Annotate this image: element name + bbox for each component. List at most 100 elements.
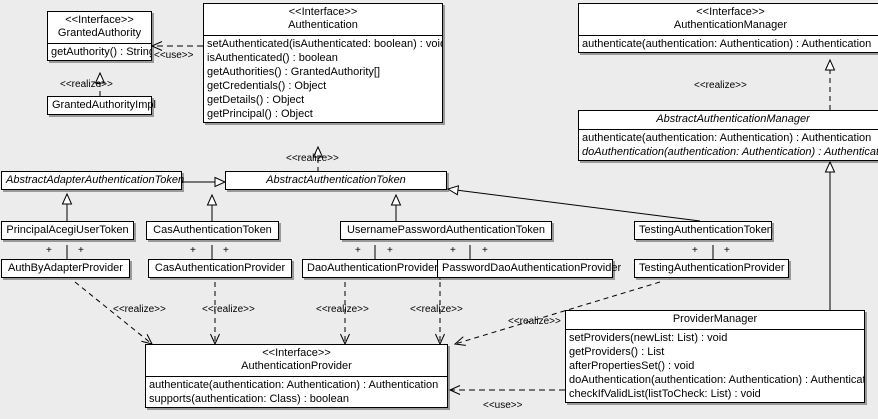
edge-label-realize-cas-authentication-provider: <<realize>>: [202, 304, 255, 315]
multiplicity-plus: +: [78, 245, 84, 256]
class-name: AbstractAdapterAuthenticationToken: [6, 174, 185, 186]
class-header: <<Interface>> AuthenticationManager: [579, 4, 878, 35]
class-header: AbstractAuthenticationToken: [226, 172, 446, 189]
class-name: UsernamePasswordAuthenticationToken: [346, 224, 546, 236]
class-provider-manager[interactable]: ProviderManager setProviders(newList: Li…: [565, 310, 865, 403]
edge-label-realize-dao-authentication-provider: <<realize>>: [316, 304, 369, 315]
operation: authenticate(authentication: Authenticat…: [582, 132, 872, 144]
class-username-password-authentication-token[interactable]: UsernamePasswordAuthenticationToken: [340, 221, 552, 240]
multiplicity-plus: +: [355, 245, 361, 256]
operations-compartment: authenticate(authentication: Authenticat…: [146, 376, 447, 407]
class-header: <<Interface>> Authentication: [204, 4, 442, 35]
class-header: PasswordDaoAuthenticationProvider: [438, 260, 622, 277]
class-header: <<Interface>> GrantedAuthority: [48, 12, 151, 43]
class-name: AbstractAuthenticationToken: [266, 174, 406, 186]
operation: setAuthenticated(isAuthenticated: boolea…: [207, 38, 442, 50]
stereotype-label: <<Interface>>: [262, 347, 331, 359]
class-principal-acegi-user-token[interactable]: PrincipalAcegiUserToken: [1, 221, 134, 240]
class-header: GrantedAuthorityImpl: [48, 97, 156, 114]
class-authentication[interactable]: <<Interface>> Authentication setAuthenti…: [203, 3, 443, 123]
edge-label-use-authentication-granted-authority: <<use>>: [154, 50, 194, 61]
class-header: ProviderManager: [566, 311, 864, 329]
class-dao-authentication-provider[interactable]: DaoAuthenticationProvider: [302, 259, 439, 278]
class-header: UsernamePasswordAuthenticationToken: [341, 222, 551, 239]
operation: doAuthentication(authentication: Authent…: [582, 146, 878, 158]
class-name: CasAuthenticationProvider: [154, 262, 286, 274]
class-cas-authentication-token[interactable]: CasAuthenticationToken: [146, 221, 279, 240]
operations-compartment: authenticate(authentication: Authenticat…: [579, 129, 878, 160]
class-header: TestingAuthenticationToken: [635, 222, 773, 239]
multiplicity-plus: +: [190, 245, 196, 256]
edge-label-realize-password-dao-authentication-provider: <<realize>>: [410, 304, 463, 315]
class-abstract-adapter-authentication-token[interactable]: AbstractAdapterAuthenticationToken: [1, 171, 185, 190]
class-header: TestingAuthenticationProvider: [635, 260, 788, 277]
multiplicity-plus: +: [724, 245, 730, 256]
class-name: GrantedAuthorityImpl: [52, 99, 156, 111]
class-granted-authority[interactable]: <<Interface>> GrantedAuthority getAuthor…: [47, 11, 152, 61]
multiplicity-plus: +: [482, 245, 488, 256]
edge-label-use-provider-manager: <<use>>: [483, 400, 523, 411]
stereotype-label: <<Interface>>: [288, 6, 358, 18]
class-name: AuthenticationManager: [673, 19, 788, 31]
class-name: ProviderManager: [672, 313, 758, 325]
class-name: GrantedAuthority: [57, 27, 142, 39]
class-header: CasAuthenticationProvider: [149, 260, 291, 277]
class-cas-authentication-provider[interactable]: CasAuthenticationProvider: [148, 259, 292, 278]
edge-label-realize-abstract-authentication-token: <<realize>>: [286, 153, 339, 164]
operation: getProviders() : List: [569, 346, 665, 358]
class-header: AbstractAdapterAuthenticationToken: [2, 172, 185, 189]
edge-label-realize-testing-authentication-provider: <<realize>>: [508, 316, 561, 327]
class-header: PrincipalAcegiUserToken: [2, 222, 133, 239]
edge-label-realize-auth-by-adapter-provider: <<realize>>: [113, 304, 166, 315]
edge-label-realize-abstract-authentication-manager: <<realize>>: [694, 80, 747, 91]
operation: getAuthorities() : GrantedAuthority[]: [207, 66, 381, 78]
operation: setProviders(newList: List) : void: [569, 332, 728, 344]
operation: getAuthority() : String: [51, 46, 151, 58]
class-name: TestingAuthenticationToken: [639, 224, 773, 236]
class-password-dao-authentication-provider[interactable]: PasswordDaoAuthenticationProvider: [437, 259, 622, 278]
operations-compartment: setAuthenticated(isAuthenticated: boolea…: [204, 35, 442, 122]
class-testing-authentication-token[interactable]: TestingAuthenticationToken: [634, 221, 773, 240]
class-auth-by-adapter-provider[interactable]: AuthByAdapterProvider: [1, 259, 130, 278]
class-header: CasAuthenticationToken: [147, 222, 278, 239]
operation: getCredentials() : Object: [207, 80, 327, 92]
multiplicity-plus: +: [692, 245, 698, 256]
operation: doAuthentication(authentication: Authent…: [569, 374, 864, 386]
class-name: AuthenticationProvider: [241, 360, 352, 372]
class-header: DaoAuthenticationProvider: [303, 260, 438, 277]
class-granted-authority-impl[interactable]: GrantedAuthorityImpl: [47, 96, 156, 115]
operation: supports(authentication: Class) : boolea…: [149, 393, 349, 405]
multiplicity-plus: +: [223, 245, 229, 256]
multiplicity-plus: +: [387, 245, 393, 256]
operation: isAuthenticated() : boolean: [207, 52, 338, 64]
class-header: AbstractAuthenticationManager: [579, 111, 878, 129]
operation: checkIfValidList(listToCheck: List) : vo…: [569, 388, 761, 400]
operation: afterPropertiesSet() : void: [569, 360, 695, 372]
class-header: AuthByAdapterProvider: [2, 260, 129, 277]
operation: authenticate(authentication: Authenticat…: [582, 38, 872, 50]
multiplicity-plus: +: [450, 245, 456, 256]
class-name: PasswordDaoAuthenticationProvider: [442, 262, 622, 274]
class-authentication-provider[interactable]: <<Interface>> AuthenticationProvider aut…: [145, 344, 448, 408]
edge-label-realize-granted-authority-impl: <<realize>>: [60, 79, 113, 90]
operation: getDetails() : Object: [207, 94, 305, 106]
class-name: AuthByAdapterProvider: [8, 262, 123, 274]
operations-compartment: getAuthority() : String: [48, 43, 151, 60]
operation: getPrincipal() : Object: [207, 108, 313, 120]
class-name: Authentication: [288, 19, 358, 31]
class-name: DaoAuthenticationProvider: [307, 262, 438, 274]
class-name: AbstractAuthenticationManager: [656, 113, 810, 125]
class-testing-authentication-provider[interactable]: TestingAuthenticationProvider: [634, 259, 789, 278]
stereotype-label: <<Interface>>: [696, 6, 765, 18]
operations-compartment: setProviders(newList: List) : void getPr…: [566, 329, 864, 402]
class-abstract-authentication-manager[interactable]: AbstractAuthenticationManager authentica…: [578, 110, 878, 161]
class-name: PrincipalAcegiUserToken: [6, 224, 129, 236]
class-name: CasAuthenticationToken: [153, 224, 272, 236]
class-header: <<Interface>> AuthenticationProvider: [146, 345, 447, 376]
class-authentication-manager[interactable]: <<Interface>> AuthenticationManager auth…: [578, 3, 878, 53]
operations-compartment: authenticate(authentication: Authenticat…: [579, 35, 878, 52]
multiplicity-plus: +: [46, 245, 52, 256]
stereotype-label: <<Interface>>: [65, 14, 134, 26]
class-abstract-authentication-token[interactable]: AbstractAuthenticationToken: [225, 171, 447, 190]
